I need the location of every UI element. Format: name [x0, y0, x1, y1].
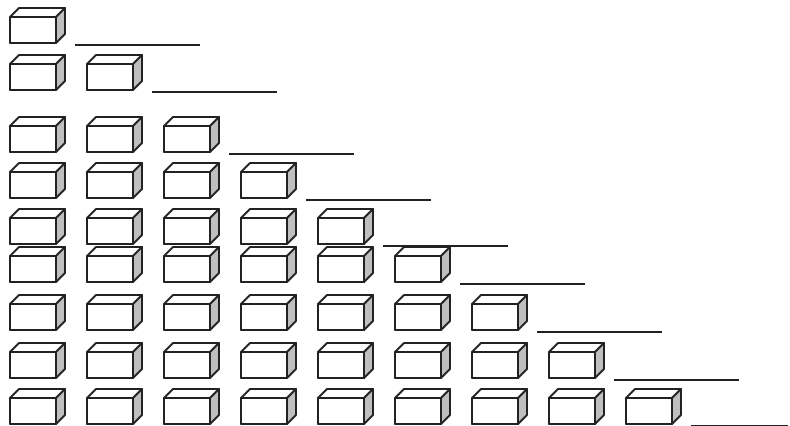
cube-block-icon [10, 163, 65, 198]
cube-block-icon [10, 247, 65, 282]
block-row-2 [10, 55, 277, 92]
cube-block-icon [10, 343, 65, 378]
cube-block-icon [318, 389, 373, 424]
cube-block-icon [10, 209, 65, 244]
cube-block-icon [241, 163, 296, 198]
block-row-5 [10, 209, 508, 246]
cube-block-icon [87, 117, 142, 152]
cube-block-icon [241, 343, 296, 378]
cube-block-icon [87, 389, 142, 424]
block-row-9 [10, 389, 788, 426]
block-row-7 [10, 295, 662, 332]
cube-block-icon [318, 343, 373, 378]
cube-block-icon [10, 55, 65, 90]
cube-block-icon [164, 247, 219, 282]
cube-block-icon [164, 343, 219, 378]
block-row-1 [10, 8, 200, 45]
cube-block-icon [10, 295, 65, 330]
cube-block-icon [241, 389, 296, 424]
cube-block-icon [395, 295, 450, 330]
cube-block-icon [10, 389, 65, 424]
cube-block-icon [164, 389, 219, 424]
block-row-3 [10, 117, 354, 154]
cube-block-icon [87, 55, 142, 90]
cube-block-icon [395, 247, 450, 282]
cube-block-icon [318, 295, 373, 330]
cube-block-icon [472, 389, 527, 424]
cube-block-icon [472, 295, 527, 330]
cube-block-icon [395, 389, 450, 424]
cube-block-icon [241, 209, 296, 244]
cube-block-icon [472, 343, 527, 378]
cube-block-icon [549, 343, 604, 378]
cube-block-icon [164, 163, 219, 198]
cube-block-icon [87, 295, 142, 330]
block-row-6 [10, 247, 585, 284]
cube-block-icon [87, 343, 142, 378]
cube-block-icon [164, 295, 219, 330]
block-row-8 [10, 343, 739, 380]
cube-block-icon [10, 8, 65, 43]
cube-block-icon [241, 295, 296, 330]
cube-block-icon [87, 163, 142, 198]
cube-block-icon [318, 247, 373, 282]
cube-block-icon [10, 117, 65, 152]
cube-block-icon [87, 209, 142, 244]
cube-block-icon [318, 209, 373, 244]
cube-block-icon [164, 209, 219, 244]
cube-block-icon [395, 343, 450, 378]
cube-block-icon [549, 389, 604, 424]
cube-block-icon [241, 247, 296, 282]
cube-block-icon [164, 117, 219, 152]
cube-block-icon [626, 389, 681, 424]
cube-block-icon [87, 247, 142, 282]
block-row-4 [10, 163, 431, 200]
